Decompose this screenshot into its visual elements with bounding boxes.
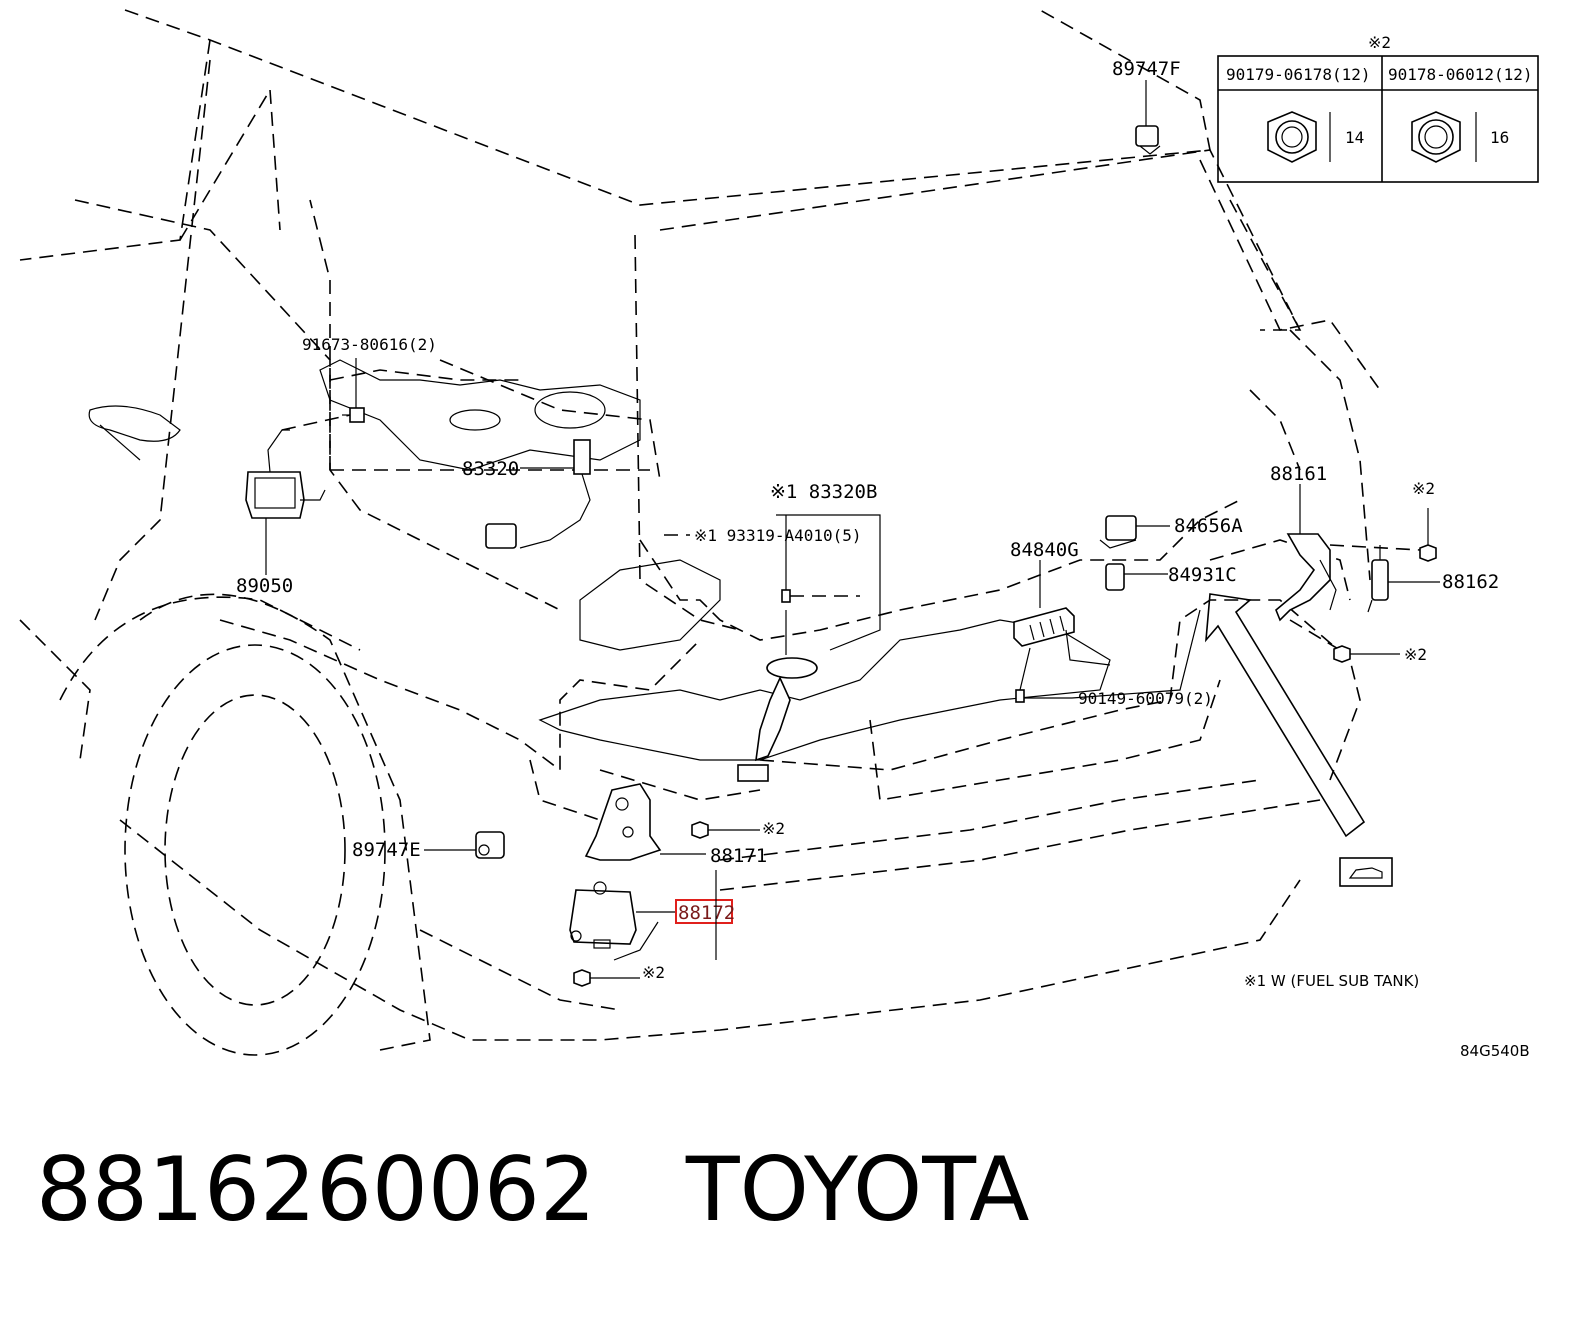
fuel-tank [319,359,1111,761]
fastener-size-1: 14 [1345,128,1364,147]
callout-83320B: ※1 83320B [770,481,877,503]
part-84656A-icon [1099,515,1170,549]
mark-2-88171: ※2 [762,819,785,838]
callout-89050: 89050 [236,575,293,597]
callout-89747F: 89747F [1112,58,1181,80]
callout-88171: 88171 [710,845,767,867]
hex-nut-icon [1411,111,1477,163]
callout-84840G: 84840G [1010,539,1079,561]
part-89747E-icon [424,831,505,859]
fastener-table-part-1: 90179-06178(12) [1226,65,1371,84]
callout-90149: 90149-60079(2) [1078,689,1213,708]
fastener-table-mark: ※2 [1368,33,1391,52]
part-90149-leader [1024,609,1201,699]
part-88172-icon [569,881,676,987]
part-89050-icon [245,429,326,575]
fastener-table: ※2 90179-06178(12) 90178-06012(12) 14 16 [1217,33,1539,183]
callout-88162: 88162 [1442,571,1499,593]
part-88171-icon [584,783,760,861]
callout-84656A: 84656A [1174,515,1243,537]
nut-icon [1333,645,1400,663]
callout-84931C: 84931C [1168,564,1237,586]
fastener-size-2: 16 [1490,128,1509,147]
callout-83320: 83320 [462,458,519,480]
nut-icon [1419,508,1437,562]
callout-88161: 88161 [1270,463,1327,485]
door-handle-icon [88,405,181,461]
part-83320-icon [485,439,591,549]
part-91673-icon [281,358,365,431]
mark-2-88172: ※2 [642,963,665,982]
view-direction-arrow-icon [1204,593,1366,838]
drawing-code: 84G540B [1460,1042,1530,1060]
callout-88172: 88172 [678,902,735,924]
vehicle-view-icon [1339,857,1393,887]
rear-wheel [59,593,431,1056]
part-88161-icon [1275,484,1421,651]
callout-89747E: 89747E [352,839,421,861]
callout-91673: 91673-80616(2) [302,335,437,354]
mark-2-88162: ※2 [1404,645,1427,664]
hex-nut-icon [1267,111,1331,163]
fastener-table-part-2: 90178-06012(12) [1388,65,1533,84]
part-89747F-icon [1135,80,1161,155]
brand-name: TOYOTA [685,1138,1030,1241]
part-83320B-icon [737,514,881,782]
part-84840G-icon [1013,560,1111,703]
mark-2-top: ※2 [1412,479,1435,498]
part-88162-icon [1367,545,1440,613]
callout-93319: ※1 93319-A4010(5) [694,526,862,545]
part-84931C-icon [1105,563,1168,591]
vehicle-outline [19,9,1381,1041]
footnote: ※1 W (FUEL SUB TANK) [1244,972,1419,990]
highlighted-part-88172[interactable]: 88172 [675,899,735,924]
part-number: 8816260062 [36,1138,596,1241]
part-footer: 8816260062 TOYOTA [36,1140,1029,1240]
